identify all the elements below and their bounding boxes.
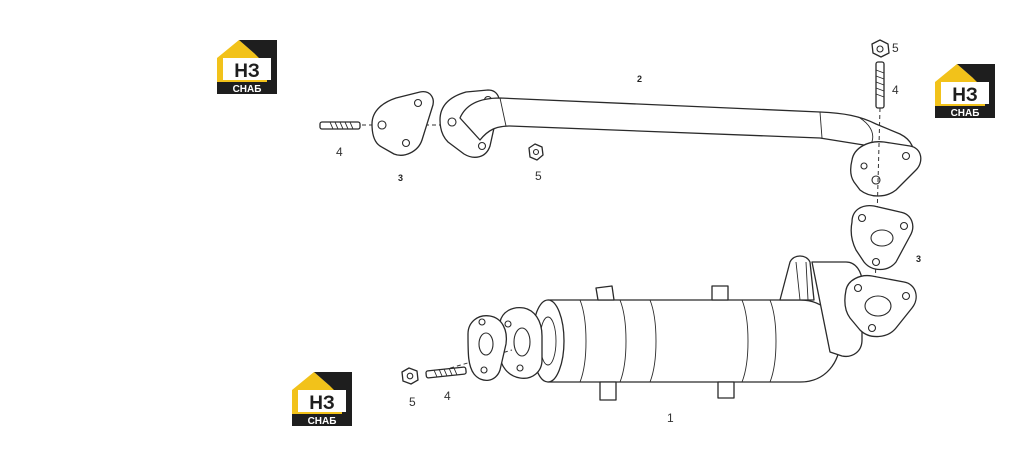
stud-bolt-right — [875, 61, 885, 109]
gasket-right — [850, 204, 914, 271]
logo-caption: СНАБ — [308, 416, 337, 427]
callout-part-1: 1 — [667, 411, 674, 425]
brand-logo-top-left: НЗ СНАБ — [217, 40, 277, 95]
brand-logo-top-right: НЗ СНАБ — [935, 64, 995, 119]
nut-bottom — [401, 367, 419, 385]
logo-caption: СНАБ — [951, 108, 980, 119]
callout-part-3-top: 3 — [398, 173, 403, 183]
cooler-outlet-flange — [844, 274, 917, 338]
callout-part-5-mid: 5 — [535, 169, 542, 183]
nut-mid — [528, 143, 544, 161]
logo-letters: НЗ — [309, 393, 335, 414]
callout-part-4-right: 4 — [892, 83, 899, 97]
callout-part-4-left: 4 — [336, 145, 343, 159]
cooler-inlet-flange — [499, 306, 543, 379]
nut-top-right — [871, 39, 890, 58]
callout-part-2: 2 — [637, 74, 642, 84]
callout-part-3-right: 3 — [916, 254, 921, 264]
pipe-flange-right — [850, 141, 922, 197]
brand-logo-bottom-left: НЗ СНАБ — [292, 372, 352, 427]
callout-part-5-right: 5 — [892, 41, 899, 55]
stud-bolt-bottom — [425, 366, 467, 379]
callout-part-5-bottom: 5 — [409, 395, 416, 409]
callout-part-4-bottom: 4 — [444, 389, 451, 403]
logo-letters: НЗ — [952, 85, 978, 106]
logo-letters: НЗ — [234, 61, 260, 82]
logo-caption: СНАБ — [233, 84, 262, 95]
stud-bolt-left — [319, 121, 361, 130]
egr-pipe — [459, 97, 915, 169]
gasket-bottom — [467, 315, 508, 381]
egr-cooler — [531, 255, 863, 401]
gasket-top — [371, 91, 434, 156]
